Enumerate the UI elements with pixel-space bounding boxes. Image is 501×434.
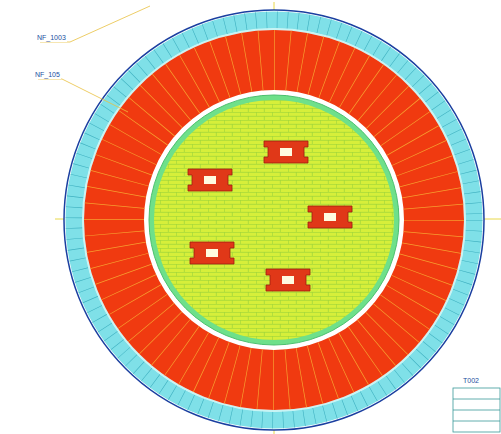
title-block — [453, 388, 500, 432]
callout-label: NF_1003 — [36, 34, 67, 42]
refractory-band — [114, 60, 434, 380]
leader-line — [38, 79, 128, 112]
ring-line — [83, 29, 465, 411]
brick-floor — [150, 96, 400, 346]
insulation-joints — [74, 20, 474, 420]
insulation-band — [74, 20, 474, 420]
refractory-joints — [114, 60, 434, 380]
green-ring — [149, 95, 399, 345]
callout-label: NF_105 — [34, 71, 61, 79]
outer-shell — [64, 10, 484, 430]
callout-label: T002 — [462, 377, 480, 385]
tuyere-blocks — [188, 141, 352, 291]
